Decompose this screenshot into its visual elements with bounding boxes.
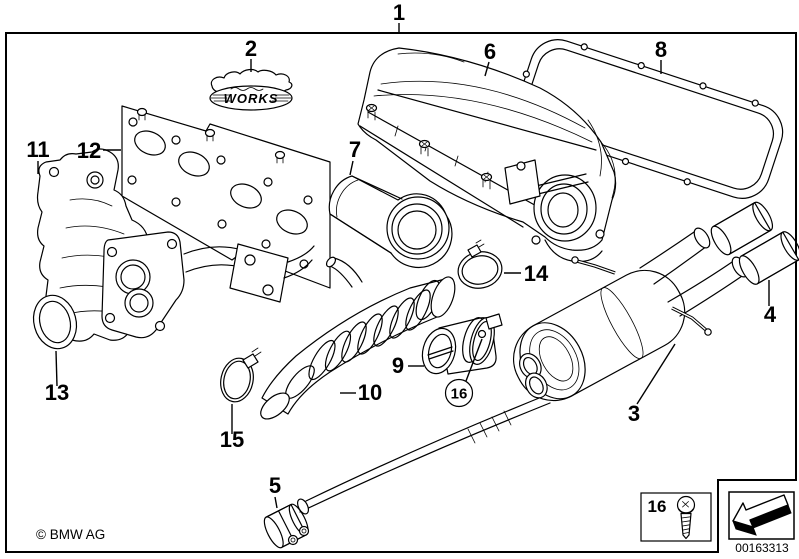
callout-15[interactable]: 15 — [220, 427, 244, 452]
image-number: 00163313 — [735, 541, 789, 555]
hose-clamp-15-drawing — [220, 347, 262, 403]
screw-icon — [676, 495, 696, 540]
hanger-rods — [571, 256, 712, 336]
throttle-body-opening — [504, 159, 605, 263]
rear-muffler-drawing — [512, 227, 749, 402]
callout-16-circled[interactable]: 16 — [444, 378, 474, 408]
callout-7[interactable]: 7 — [349, 137, 361, 162]
tailpipe-tips-drawing — [710, 201, 799, 285]
callout-3[interactable]: 3 — [628, 401, 640, 426]
center-exhaust-pipe-drawing — [296, 391, 555, 515]
clamp-ring-14-drawing — [457, 239, 503, 289]
intake-cylinder-drawing — [328, 175, 453, 269]
callout-6[interactable]: 6 — [484, 39, 496, 64]
direction-arrow-icon — [732, 494, 792, 536]
diagram-frame — [5, 32, 797, 553]
callout-13[interactable]: 13 — [45, 380, 69, 405]
intake-hose-drawing — [260, 256, 456, 420]
direction-arrow-box[interactable]: 00163313 — [728, 491, 795, 555]
manifold-gasket-drawing — [121, 105, 331, 289]
callout-5[interactable]: 5 — [269, 473, 281, 498]
legend-screw-box: 16 — [640, 492, 712, 542]
gasket-bosses — [136, 107, 286, 164]
callout-9[interactable]: 9 — [392, 353, 404, 378]
callout-8[interactable]: 8 — [655, 37, 667, 62]
maf-sensor-drawing — [421, 313, 503, 375]
air-filter-housing-drawing — [357, 47, 617, 263]
works-badge-text: WORKS — [224, 91, 279, 106]
callout-10[interactable]: 10 — [358, 380, 382, 405]
callout-2[interactable]: 2 — [245, 36, 257, 61]
copyright-text: © BMW AG — [36, 527, 105, 542]
exhaust-manifold-drawing — [36, 148, 315, 342]
callout-labels: 1 2 6 8 11 12 7 14 4 3 9 10 15 13 5 16 — [26, 0, 777, 498]
works-badge-drawing: WORKS — [209, 68, 293, 111]
callout-14[interactable]: 14 — [524, 261, 549, 286]
cover-screws — [365, 103, 493, 190]
legend-16-label: 16 — [648, 497, 667, 516]
callout-4[interactable]: 4 — [764, 302, 777, 327]
callout-1[interactable]: 1 — [393, 0, 405, 25]
exhaust-clamp-5-drawing — [263, 503, 310, 549]
callout-11[interactable]: 11 — [26, 137, 49, 162]
profile-gasket-drawing — [516, 39, 784, 199]
maf-screw-16 — [477, 329, 487, 339]
callout-12[interactable]: 12 — [77, 138, 101, 163]
leader-lines — [37, 23, 770, 509]
gasket-ring-drawing — [32, 294, 78, 350]
callout-16-text: 16 — [451, 386, 468, 403]
